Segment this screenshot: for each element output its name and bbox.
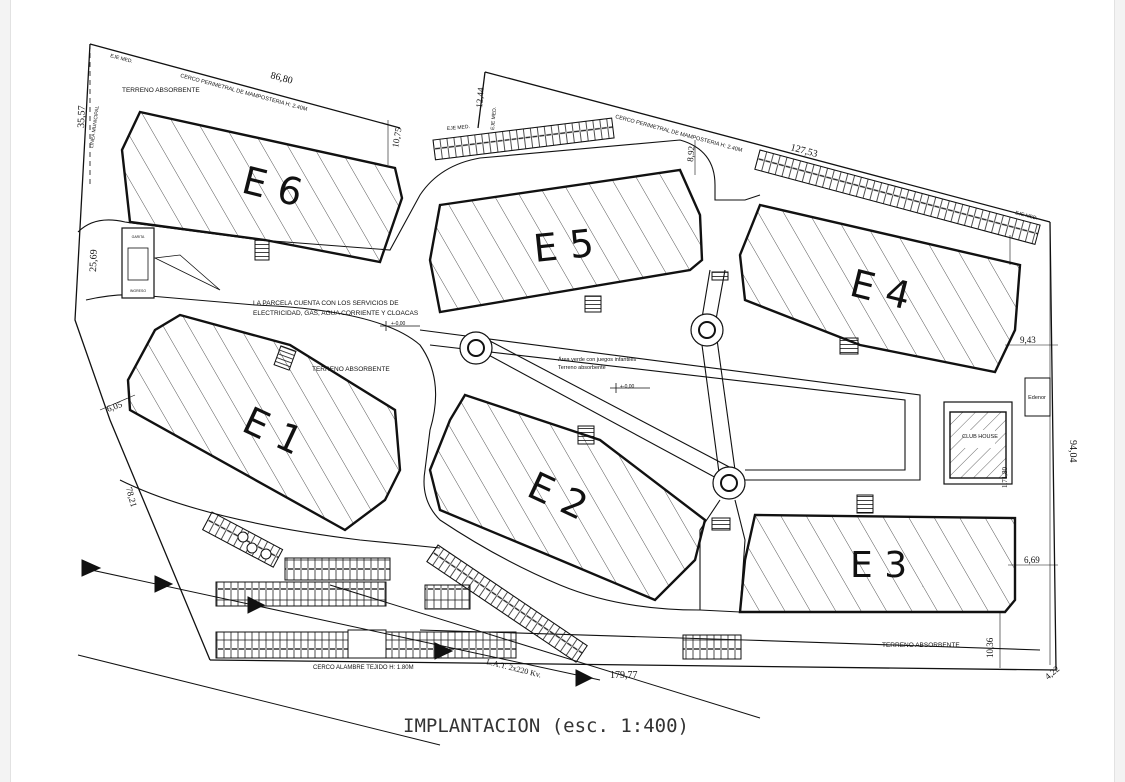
dimension-lines xyxy=(99,120,1058,668)
property-boundary xyxy=(74,43,1057,671)
eje-med-1: EJE MED. xyxy=(109,53,133,65)
drawing-title: IMPLANTACION (esc. 1:400) xyxy=(403,715,689,737)
area-verde-line-1: Área verde con juegos infantiles xyxy=(558,356,637,363)
guard-label-1: GARITA xyxy=(132,235,145,239)
terreno-absorbente-e1: TERRENO ABSORBENTE xyxy=(312,366,390,373)
edenor-label: Edenor xyxy=(1028,395,1046,401)
dim-offset-e5: 8,92 xyxy=(685,146,696,163)
dim-corner-se: 4,22 xyxy=(1043,664,1061,682)
block-e4[interactable]: E 4 xyxy=(738,203,1022,374)
roundabout-west xyxy=(459,331,493,365)
dim-west-lower: 25,69 xyxy=(88,249,100,272)
block-e1[interactable]: E 1 xyxy=(126,313,402,532)
dim-north-edge: 86,80 xyxy=(269,70,294,86)
dim-west-edge: 35,57 xyxy=(76,105,88,128)
terreno-absorbente-south: TERRENO ABSORBENTE xyxy=(882,642,960,649)
edenor-substation[interactable]: Edenor xyxy=(1024,377,1051,417)
eje-med-2: EJE MED. xyxy=(447,124,470,132)
linea-municipal: LINEA MUNICIPAL xyxy=(89,105,101,148)
internal-roads xyxy=(77,139,1041,651)
high-voltage-line xyxy=(77,559,761,746)
club-house-label: CLUB HOUSE xyxy=(962,434,998,440)
level-mark-2: +-0,00 xyxy=(620,384,635,390)
block-e6[interactable]: E 6 xyxy=(120,110,404,264)
servicios-line-1: LA PARCELA CUENTA CON LOS SERVICIOS DE xyxy=(253,300,399,307)
parking-ne xyxy=(432,117,1041,245)
dim-diag-sw: 78,21 xyxy=(124,486,139,508)
eje-med-3: EJE MED. xyxy=(490,107,498,130)
cerco-perimetral-northeast: CERCO PERIMETRAL DE MAMPOSTERIA H: 2.40M xyxy=(614,114,743,154)
roundabout-south xyxy=(712,466,746,500)
dim-east-edge: 94,04 xyxy=(1067,440,1078,463)
level-mark-1: +-0,00 xyxy=(391,321,406,327)
block-e3-label: E 3 xyxy=(850,545,907,586)
lat-line-label: L.A.T. 2x220 Kv. xyxy=(486,657,543,679)
roundabout-north xyxy=(690,313,724,347)
guard-house[interactable]: GARITA INGRESO xyxy=(121,227,221,299)
block-e5-label: E 5 xyxy=(531,221,596,271)
dim-offset-e4: 9,43 xyxy=(1020,335,1036,345)
dim-offset-e6: 10,75 xyxy=(390,126,403,148)
area-verde-line-2: Terreno absorbente xyxy=(558,365,606,371)
club-house[interactable]: CLUB HOUSE xyxy=(943,401,1013,485)
dim-club-offset: 1,71,80 xyxy=(1001,467,1009,489)
cerco-alambre: CERCO ALAMBRE TEJIDO H: 1.80M xyxy=(313,665,414,671)
dim-offset-e3: 6,69 xyxy=(1024,555,1040,565)
guard-label-2: INGRESO xyxy=(130,289,146,293)
eje-med-4: EJE MED. xyxy=(1014,210,1038,222)
terreno-absorbente-nw: TERRENO ABSORBENTE xyxy=(122,87,200,94)
dim-offset-eje: 12,44 xyxy=(474,87,486,109)
dim-south-edge: 179,77 xyxy=(610,670,638,681)
block-e3[interactable]: E 3 xyxy=(738,494,1017,614)
dim-northeast-edge: 127,53 xyxy=(789,142,818,160)
block-e5[interactable]: E 5 xyxy=(428,168,729,314)
level-markers xyxy=(380,321,650,393)
servicios-line-2: ELECTRICIDAD, GAS, AGUA CORRIENTE Y CLOA… xyxy=(253,310,419,317)
dim-offset-south: 10,36 xyxy=(985,637,995,658)
block-e2[interactable]: E 2 xyxy=(428,393,731,602)
